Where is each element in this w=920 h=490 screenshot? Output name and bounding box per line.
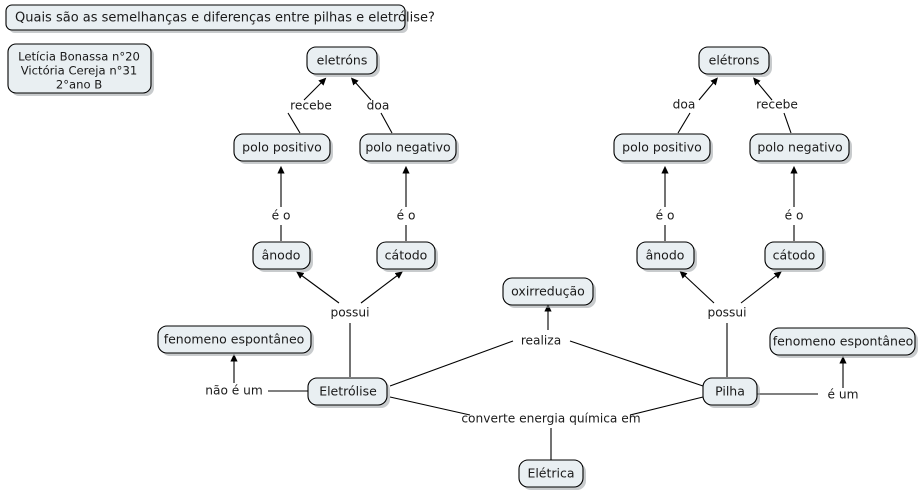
edge-polo-positivo-to-recebe (287, 112, 301, 134)
node-frame (769, 327, 916, 356)
node-label: Elétrica (527, 466, 574, 481)
node-frame (376, 241, 436, 270)
node-label: ânodo (646, 248, 685, 263)
edge-labels-layer: recebe doa é o é o possui não é um reali… (205, 98, 858, 426)
node-catodo-left[interactable]: cátodo (376, 241, 438, 272)
node-frame (252, 241, 311, 270)
node-pilha[interactable]: Pilha (702, 377, 760, 408)
edge-label-eo-catodo-right: é o (785, 209, 804, 223)
node-label: Pilha (715, 384, 745, 399)
node-polo-negativo-left[interactable]: polo negativo (359, 133, 459, 164)
question-title-text: Quais são as semelhanças e diferenças en… (15, 11, 435, 26)
edge-doa-to-eletrons-right (698, 77, 718, 101)
node-label: polo negativo (757, 140, 842, 155)
edge-possui-to-anodo-right (679, 270, 715, 304)
edge-label-recebe-left: recebe (290, 99, 332, 113)
edge-label-eo-anodo-left: é o (272, 209, 291, 223)
node-label: oxirredução (511, 284, 585, 299)
node-eletrons-left[interactable]: eletróns (306, 46, 380, 77)
node-label: polo negativo (365, 140, 450, 155)
node-eletrons-right[interactable]: elétrons (698, 46, 772, 77)
edge-label-possui-left: possui (330, 306, 369, 320)
node-fenomeno-espontaneo-left[interactable]: fenomeno espontâneo (157, 325, 314, 356)
node-label: polo positivo (622, 140, 702, 155)
node-frame (702, 377, 758, 406)
edges-layer (230, 77, 847, 460)
edge-possui-to-anodo (296, 271, 340, 304)
node-label: fenomeno espontâneo (773, 334, 914, 349)
node-frame (359, 133, 457, 162)
edge-label-eo-anodo-right: é o (656, 209, 675, 223)
author-box-frame (7, 43, 152, 94)
edge-label-realiza: realiza (521, 334, 561, 348)
edge-polo-positivo-right-to-doa (677, 112, 691, 134)
author-line-2: Victória Cereja n°31 (21, 64, 137, 78)
node-frame (157, 325, 312, 354)
node-frame (518, 459, 584, 488)
author-line-3: 2°ano B (56, 78, 102, 92)
node-frame (636, 241, 695, 270)
node-anodo-left[interactable]: ânodo (252, 241, 313, 272)
node-fenomeno-espontaneo-right[interactable]: fenomeno espontâneo (769, 327, 918, 358)
node-label: ânodo (262, 248, 301, 263)
author-line-1: Letícia Bonassa n°20 (18, 50, 140, 64)
edge-label-e-um: é um (828, 388, 859, 402)
node-frame (764, 241, 824, 270)
edge-eletrolise-to-realiza (389, 340, 514, 387)
node-eletrica[interactable]: Elétrica (518, 459, 586, 490)
node-frame (502, 277, 594, 306)
edge-label-recebe-right: recebe (756, 98, 798, 112)
node-catodo-right[interactable]: cátodo (764, 241, 826, 272)
node-polo-positivo-right[interactable]: polo positivo (613, 133, 713, 164)
edge-pilha-to-realiza (569, 340, 704, 387)
node-frame (306, 46, 378, 75)
edge-possui-to-catodo (360, 271, 403, 304)
edge-doa-to-eletrons (350, 77, 372, 101)
node-oxirreducao[interactable]: oxirredução (502, 277, 596, 308)
edge-label-nao-e-um: não é um (205, 384, 263, 398)
node-polo-positivo-left[interactable]: polo positivo (233, 133, 333, 164)
node-polo-negativo-right[interactable]: polo negativo (749, 133, 852, 164)
node-frame (307, 377, 388, 406)
node-eletrolise[interactable]: Eletrólise (307, 377, 390, 408)
edge-label-converte: converte energia química em (461, 412, 640, 426)
node-frame (698, 46, 770, 75)
title-box-frame (5, 4, 406, 31)
node-label: eletróns (317, 53, 368, 68)
edge-polo-negativo-to-doa (380, 112, 393, 134)
node-label: cátodo (385, 248, 428, 263)
edge-possui-to-catodo-right (740, 271, 782, 304)
node-frame (613, 133, 711, 162)
edge-label-doa-right: doa (673, 98, 696, 112)
node-label: polo positivo (242, 140, 322, 155)
edge-pilha-to-converte (629, 396, 704, 416)
edge-label-eo-catodo-left: é o (397, 209, 416, 223)
node-label: fenomeno espontâneo (164, 332, 305, 347)
edge-polo-negativo-right-to-recebe (783, 112, 792, 134)
node-anodo-right[interactable]: ânodo (636, 241, 697, 272)
node-frame (233, 133, 331, 162)
question-title-box[interactable]: Quais são as semelhanças e diferenças en… (5, 4, 435, 33)
node-label: elétrons (709, 53, 760, 68)
edge-label-doa-left: doa (367, 99, 390, 113)
edge-eletrolise-to-converte (389, 396, 471, 416)
edge-label-possui-right: possui (707, 306, 746, 320)
node-label: cátodo (773, 248, 816, 263)
node-label: Eletrólise (319, 384, 377, 399)
edge-recebe-to-eletrons (303, 77, 327, 101)
author-box[interactable]: Letícia Bonassa n°20 Victória Cereja n°3… (7, 43, 154, 96)
edge-recebe-to-eletrons-right (753, 77, 773, 101)
node-frame (749, 133, 850, 162)
